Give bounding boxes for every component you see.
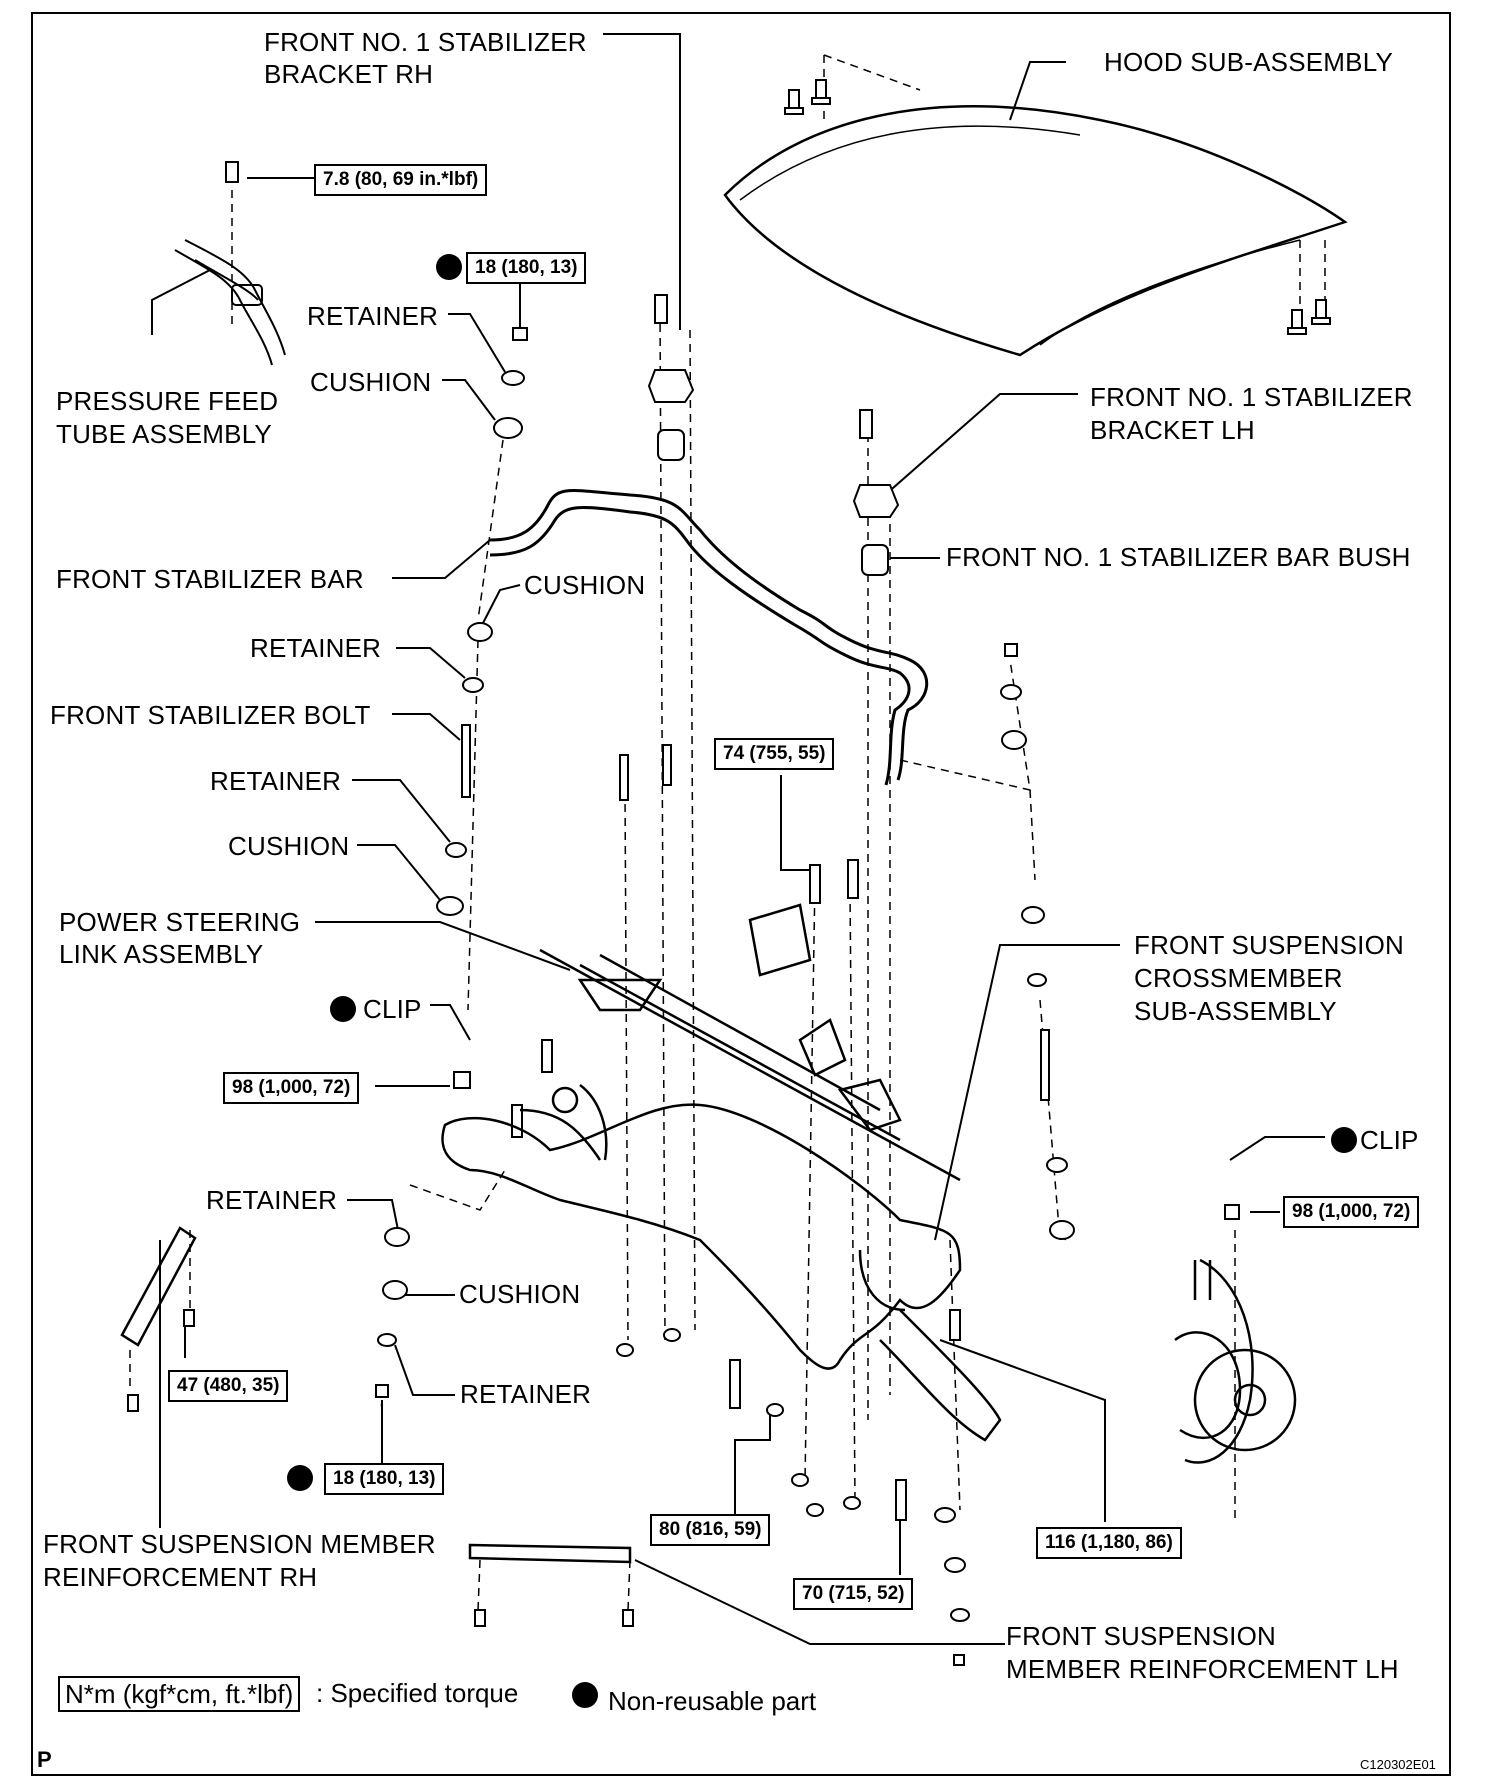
leader-clip-right (1229, 1136, 1325, 1161)
torque-98-right: 98 (1,000, 72) (1283, 1196, 1420, 1228)
leader-116 (939, 1339, 1106, 1522)
nonreusable-dot-18-top (436, 254, 462, 280)
leader-bracket-rh (603, 33, 681, 330)
nonreusable-dot-18-bottom (287, 1465, 313, 1491)
label-stabilizer-bar: FRONT STABILIZER BAR (56, 564, 364, 594)
label-hood: HOOD SUB-ASSEMBLY (1104, 47, 1393, 77)
label-retainer-5: RETAINER (460, 1379, 592, 1409)
label-bar-bush: FRONT NO. 1 STABILIZER BAR BUSH (946, 542, 1411, 572)
figure-code: C120302E01 (1360, 1757, 1436, 1772)
label-pressure-feed-1: PRESSURE FEED (56, 386, 279, 416)
label-ps-link-2: LINK ASSEMBLY (59, 939, 264, 969)
corner-letter: P (37, 1747, 52, 1772)
torque-74: 74 (755, 55) (714, 738, 835, 770)
label-cushion-4: CUSHION (459, 1279, 581, 1309)
torque-7-8: 7.8 (80, 69 in.*lbf) (314, 164, 488, 196)
brackets-bushes (647, 294, 900, 576)
nonreusable-dot-clip-left (330, 996, 356, 1022)
steering-rack (539, 903, 961, 1182)
pressure-feed-tube (174, 239, 286, 366)
leader-retainer-5 (394, 1344, 455, 1396)
stabilizer-bar-shape (489, 489, 929, 786)
label-cushion-2: CUSHION (524, 570, 646, 600)
label-clip-left: CLIP (363, 994, 422, 1024)
legend-nonreusable-text: Non-reusable part (608, 1686, 817, 1716)
label-crossmember-2: CROSSMEMBER (1134, 963, 1343, 993)
label-retainer-1: RETAINER (307, 301, 439, 331)
torque-80: 80 (816, 59) (650, 1514, 771, 1546)
leader-stabilizer-bolt (392, 713, 461, 741)
label-stabilizer-bolt: FRONT STABILIZER BOLT (50, 700, 371, 730)
leader-crossmember (934, 944, 1120, 1241)
label-reinf-lh-2: MEMBER REINFORCEMENT LH (1006, 1654, 1399, 1684)
label-ps-link-1: POWER STEERING (59, 907, 301, 937)
leader-pressure-feed (151, 269, 211, 335)
hood-shape (723, 105, 1348, 357)
leader-stabilizer-bar (392, 539, 491, 579)
hood-bolts (225, 79, 1331, 335)
reinforcements (120, 1226, 632, 1564)
nonreusable-dot-clip-right (1331, 1127, 1357, 1153)
leader-ps-link (315, 921, 571, 971)
label-reinf-rh-2: REINFORCEMENT RH (43, 1562, 318, 1592)
torque-70: 70 (715, 52) (793, 1578, 914, 1610)
legend-torque-desc: : Specified torque (316, 1678, 519, 1708)
leader-retainer-3 (352, 779, 451, 843)
leader-retainer-4 (347, 1199, 399, 1231)
leader-cushion-2 (481, 584, 521, 626)
torque-18-bottom: 18 (180, 13) (324, 1463, 445, 1495)
leader-clip-left (430, 1004, 471, 1041)
leader-retainer-1 (448, 313, 506, 373)
label-bracket-lh-1: FRONT NO. 1 STABILIZER (1090, 382, 1413, 412)
torque-47: 47 (480, 35) (168, 1370, 289, 1402)
leader-retainer-2 (396, 647, 466, 679)
leader-cushion-3 (357, 844, 441, 901)
legend-torque-unit: N*m (kgf*cm, ft.*lbf) (58, 1676, 301, 1712)
leader-cushion-1 (442, 379, 496, 421)
legend-nonreusable-dot (572, 1682, 598, 1708)
leader-80 (734, 1410, 771, 1515)
diagram-frame (31, 12, 1451, 1776)
leader-reinf-lh (634, 1559, 1005, 1645)
leader-hood (1009, 61, 1066, 121)
label-cushion-1: CUSHION (310, 367, 432, 397)
torque-18-top: 18 (180, 13) (466, 252, 587, 284)
label-pressure-feed-2: TUBE ASSEMBLY (56, 419, 272, 449)
torque-98-left: 98 (1,000, 72) (223, 1072, 360, 1104)
label-bracket-rh-2: BRACKET RH (264, 59, 434, 89)
small-parts (127, 327, 1240, 1666)
label-retainer-4: RETAINER (206, 1185, 338, 1215)
leader-74 (780, 775, 815, 871)
label-crossmember-3: SUB-ASSEMBLY (1134, 996, 1337, 1026)
label-retainer-3: RETAINER (210, 766, 342, 796)
label-crossmember-1: FRONT SUSPENSION (1134, 930, 1404, 960)
label-clip-right: CLIP (1360, 1125, 1419, 1155)
torque-116: 116 (1,180, 86) (1036, 1527, 1182, 1559)
leader-bracket-lh (884, 393, 1078, 496)
crossmember-shape (441, 1084, 1002, 1442)
label-cushion-3: CUSHION (228, 831, 350, 861)
label-bracket-lh-2: BRACKET LH (1090, 415, 1255, 445)
label-reinf-rh-1: FRONT SUSPENSION MEMBER (43, 1529, 436, 1559)
knuckle-hub (1174, 1258, 1297, 1464)
label-retainer-2: RETAINER (250, 633, 382, 663)
label-bracket-rh-1: FRONT NO. 1 STABILIZER (264, 27, 587, 57)
label-reinf-lh-1: FRONT SUSPENSION (1006, 1621, 1276, 1651)
alignment-guides (129, 54, 1326, 1611)
